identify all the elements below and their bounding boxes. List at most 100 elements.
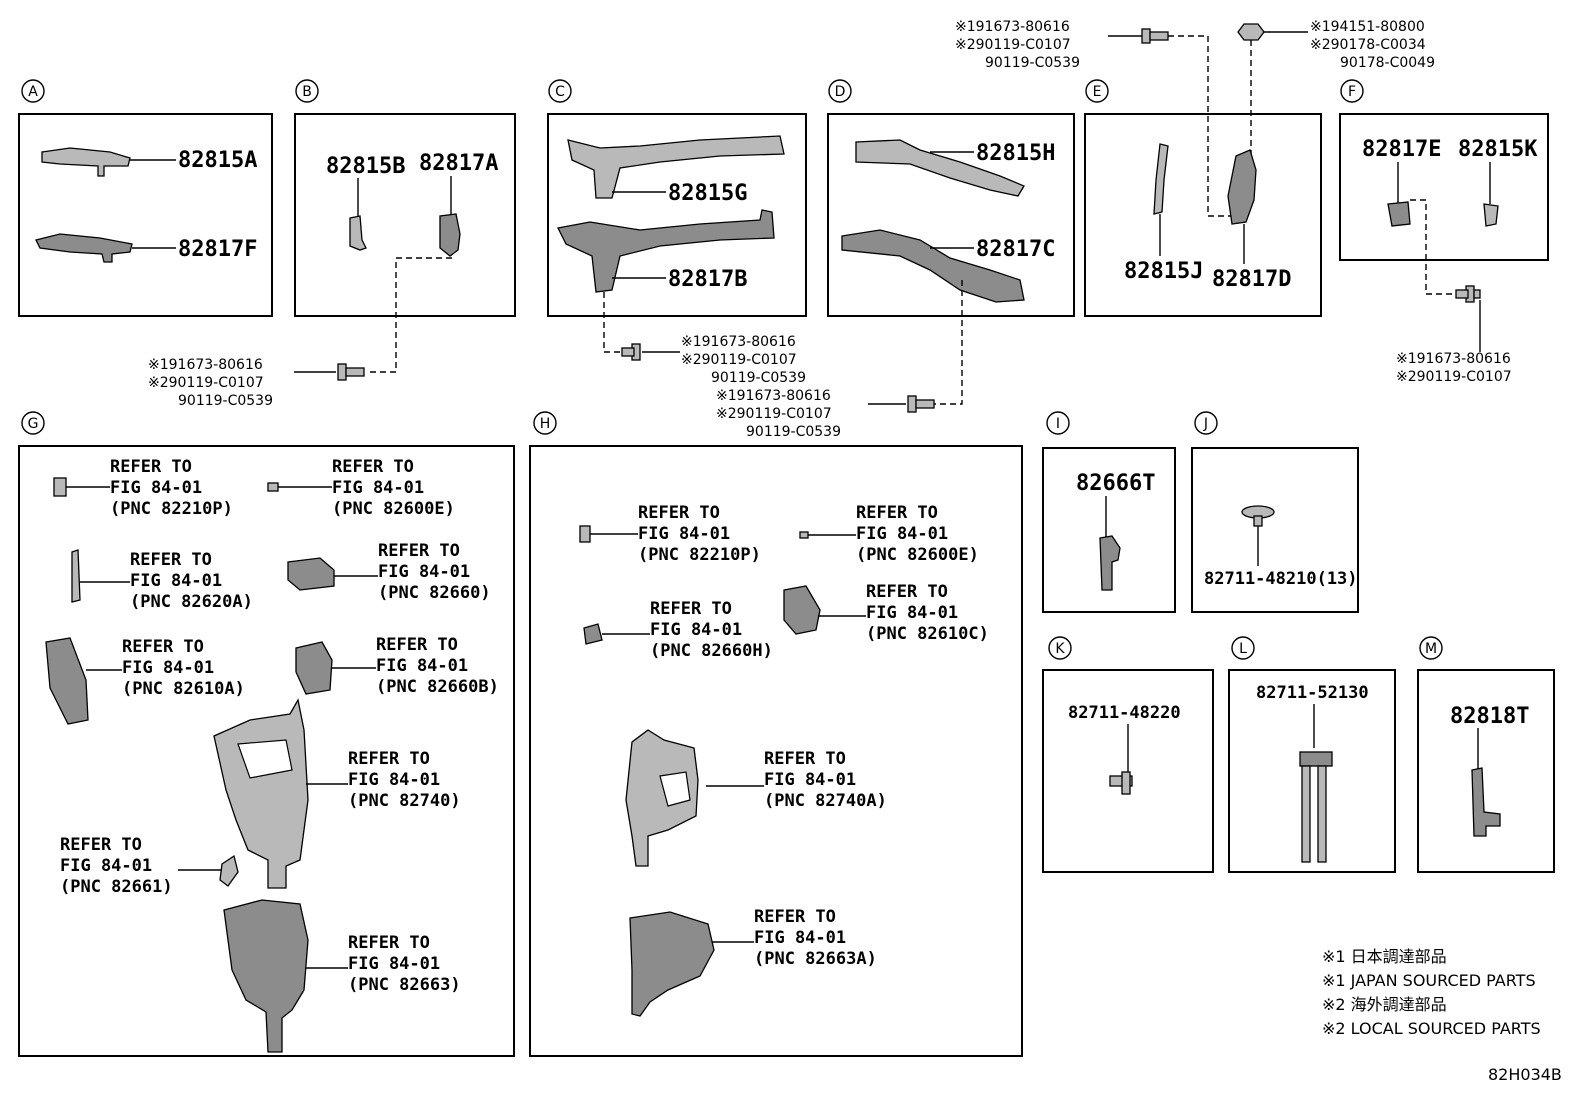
h-pnc-82600e: (PNC 82600E) (856, 545, 979, 565)
g-refer-6: REFER TO (376, 635, 458, 655)
g-part-82610a (45, 637, 89, 725)
top-left-screw-code-3: 90119-C0539 (985, 55, 1080, 71)
h-fig-4: FIG 84-01 (866, 603, 958, 623)
top-left-screw-callout: ※191673-80616 ※290119-C0107 90119-C0539 (955, 19, 1235, 217)
part-label-82818t: 82818T (1450, 704, 1529, 729)
g-pnc-82660b: (PNC 82660B) (376, 677, 499, 697)
g-part-82663 (223, 899, 309, 1053)
g-fig-3: FIG 84-01 (130, 571, 222, 591)
h-pnc-82663a: (PNC 82663A) (754, 949, 877, 969)
legend-line-4: ※2 LOCAL SOURCED PARTS (1322, 1019, 1541, 1038)
legend-line-1: ※1 日本調達部品 (1322, 947, 1447, 966)
h-part-82210p (579, 525, 591, 543)
figure-code: 82H034B (1488, 1065, 1562, 1084)
section-label-g: G (28, 416, 39, 432)
part-82817f-bracket (35, 233, 133, 263)
g-pnc-82600e: (PNC 82600E) (332, 499, 455, 519)
legend-line-2: ※1 JAPAN SOURCED PARTS (1322, 971, 1536, 990)
h-pnc-82610c: (PNC 82610C) (866, 624, 989, 644)
section-label-e: E (1093, 84, 1102, 100)
d-screw-code-1: ※191673-80616 (716, 388, 831, 404)
section-label-m: M (1425, 641, 1437, 657)
h-refer-2: REFER TO (856, 503, 938, 523)
g-fig-8: FIG 84-01 (60, 856, 152, 876)
g-refer-5: REFER TO (122, 637, 204, 657)
h-fig-1: FIG 84-01 (638, 524, 730, 544)
g-part-82660b (295, 641, 333, 695)
part-82711-48210-clip (1241, 505, 1275, 527)
h-part-82660h (583, 623, 603, 645)
part-label-82817b: 82817B (668, 267, 747, 292)
part-label-82711-48210-13: 82711-48210(13) (1204, 569, 1358, 589)
g-part-82661 (219, 854, 239, 887)
part-label-82711-52130: 82711-52130 (1256, 683, 1369, 703)
b-screw-code-1: ※191673-80616 (148, 357, 263, 373)
f-screw-icon (1455, 285, 1481, 303)
section-box-a (18, 113, 273, 317)
h-pnc-82740a: (PNC 82740A) (764, 791, 887, 811)
g-part-82210p (53, 477, 67, 497)
f-screw-code-2: ※290119-C0107 (1396, 369, 1512, 385)
part-82815g-rail (567, 135, 785, 199)
part-82817e-clip (1387, 201, 1411, 227)
part-82666t-bracket (1099, 535, 1121, 591)
g-refer-1: REFER TO (110, 457, 192, 477)
g-part-82620a (71, 549, 81, 603)
part-82815h-rail (855, 139, 1025, 197)
g-refer-7: REFER TO (348, 749, 430, 769)
g-refer-8: REFER TO (60, 835, 142, 855)
bolt-icon (1141, 28, 1169, 44)
g-part-82660 (287, 557, 335, 591)
section-box-d (827, 113, 1075, 317)
part-82815a-bracket (41, 147, 131, 177)
part-label-82817e: 82817E (1362, 137, 1441, 162)
f-screw-code-1: ※191673-80616 (1396, 351, 1511, 367)
h-fig-2: FIG 84-01 (856, 524, 948, 544)
section-box-l (1228, 669, 1396, 873)
h-part-82663a (629, 911, 715, 1017)
section-label-j: J (1203, 416, 1208, 432)
h-refer-6: REFER TO (754, 907, 836, 927)
section-label-f: F (1348, 84, 1356, 100)
part-82817a-clip (439, 213, 461, 257)
top-right-screw-code-1: ※194151-80800 (1310, 19, 1425, 35)
h-fig-3: FIG 84-01 (650, 620, 742, 640)
part-label-82666t: 82666T (1076, 471, 1155, 496)
g-fig-2: FIG 84-01 (332, 478, 424, 498)
section-box-i (1042, 447, 1176, 613)
part-82817b-rail (557, 209, 775, 293)
section-box-m (1417, 669, 1555, 873)
section-label-b: B (302, 84, 312, 100)
part-82818t-bracket (1471, 767, 1501, 837)
part-82815k-clip (1483, 203, 1499, 227)
d-screw-icon (907, 395, 935, 413)
c-screw-code-3: 90119-C0539 (711, 370, 806, 386)
c-screw-code-1: ※191673-80616 (681, 334, 796, 350)
g-pnc-82740: (PNC 82740) (348, 791, 461, 811)
h-refer-4: REFER TO (866, 582, 948, 602)
section-box-k (1042, 669, 1214, 873)
section-label-c: C (555, 84, 565, 100)
section-box-b (294, 113, 516, 317)
g-pnc-82661: (PNC 82661) (60, 877, 173, 897)
part-label-82815h: 82815H (976, 141, 1055, 166)
part-82817d-bracket (1227, 149, 1257, 225)
top-left-screw-code-1: ※191673-80616 (955, 19, 1070, 35)
b-screw-code-2: ※290119-C0107 (148, 375, 264, 391)
h-fig-6: FIG 84-01 (754, 928, 846, 948)
part-label-82815j: 82815J (1124, 259, 1203, 284)
h-refer-1: REFER TO (638, 503, 720, 523)
section-box-j (1191, 447, 1359, 613)
b-screw-icon (337, 363, 365, 381)
section-box-g (18, 445, 515, 1057)
part-label-82817c: 82817C (976, 237, 1055, 262)
part-label-82815g: 82815G (668, 181, 747, 206)
section-label-k: K (1055, 641, 1065, 657)
g-fig-9: FIG 84-01 (348, 954, 440, 974)
d-screw-code-2: ※290119-C0107 (716, 406, 832, 422)
c-screw-icon (621, 343, 641, 361)
h-fig-5: FIG 84-01 (764, 770, 856, 790)
g-refer-9: REFER TO (348, 933, 430, 953)
section-label-l: L (1239, 641, 1247, 657)
top-right-screw-code-2: ※290178-C0034 (1310, 37, 1426, 53)
